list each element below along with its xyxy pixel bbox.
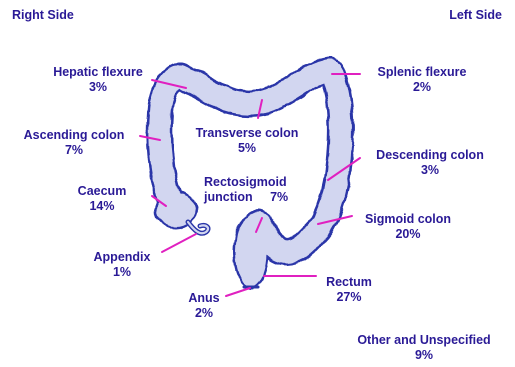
appendix-label: Appendix 1% [82,250,162,280]
rectum-label: Rectum 27% [316,275,382,305]
descending-colon-percent: 3% [364,163,496,178]
splenic-flexure-label: Splenic flexure 2% [366,65,478,95]
hepatic-flexure-percent: 3% [38,80,158,95]
caecum-percent: 14% [70,199,134,214]
transverse-colon-percent: 5% [186,141,308,156]
transverse-colon-name: Transverse colon [186,126,308,141]
rectosigmoid-name-line2: junction [204,190,253,205]
descending-colon-label: Descending colon 3% [364,148,496,178]
other-unspecified-name: Other and Unspecified [340,333,508,348]
transverse-colon-label: Transverse colon 5% [186,126,308,156]
ascending-colon-label: Ascending colon 7% [12,128,136,158]
rectosigmoid-junction-label: Rectosigmoid junction 7% [204,175,288,205]
rectosigmoid-percent: 7% [270,190,288,205]
rectum-percent: 27% [316,290,382,305]
splenic-flexure-percent: 2% [366,80,478,95]
sigmoid-colon-label: Sigmoid colon 20% [356,212,460,242]
caecum-label: Caecum 14% [70,184,134,214]
appendix-name: Appendix [82,250,162,265]
appendix-percent: 1% [82,265,162,280]
splenic-flexure-name: Splenic flexure [366,65,478,80]
hepatic-flexure-label: Hepatic flexure 3% [38,65,158,95]
left-side-heading: Left Side [420,8,502,23]
other-unspecified-percent: 9% [340,348,508,363]
anus-leader [226,288,250,296]
sigmoid-colon-percent: 20% [356,227,460,242]
appendix-leader [162,234,196,252]
rectosigmoid-name-line1: Rectosigmoid [204,175,288,190]
rectum-shape [236,218,267,287]
anus-name: Anus [180,291,228,306]
descending-colon-shape [318,70,341,230]
descending-colon-name: Descending colon [364,148,496,163]
ascending-colon-percent: 7% [12,143,136,158]
right-side-heading: Right Side [12,8,74,23]
other-unspecified-label: Other and Unspecified 9% [340,333,508,363]
rectum-name: Rectum [316,275,382,290]
hepatic-flexure-name: Hepatic flexure [38,65,158,80]
ascending-colon-name: Ascending colon [12,128,136,143]
sigmoid-colon-shape [258,223,318,252]
sigmoid-colon-name: Sigmoid colon [356,212,460,227]
anus-percent: 2% [180,306,228,321]
caecum-name: Caecum [70,184,134,199]
transverse-colon-shape [180,70,330,104]
anus-label: Anus 2% [180,291,228,321]
